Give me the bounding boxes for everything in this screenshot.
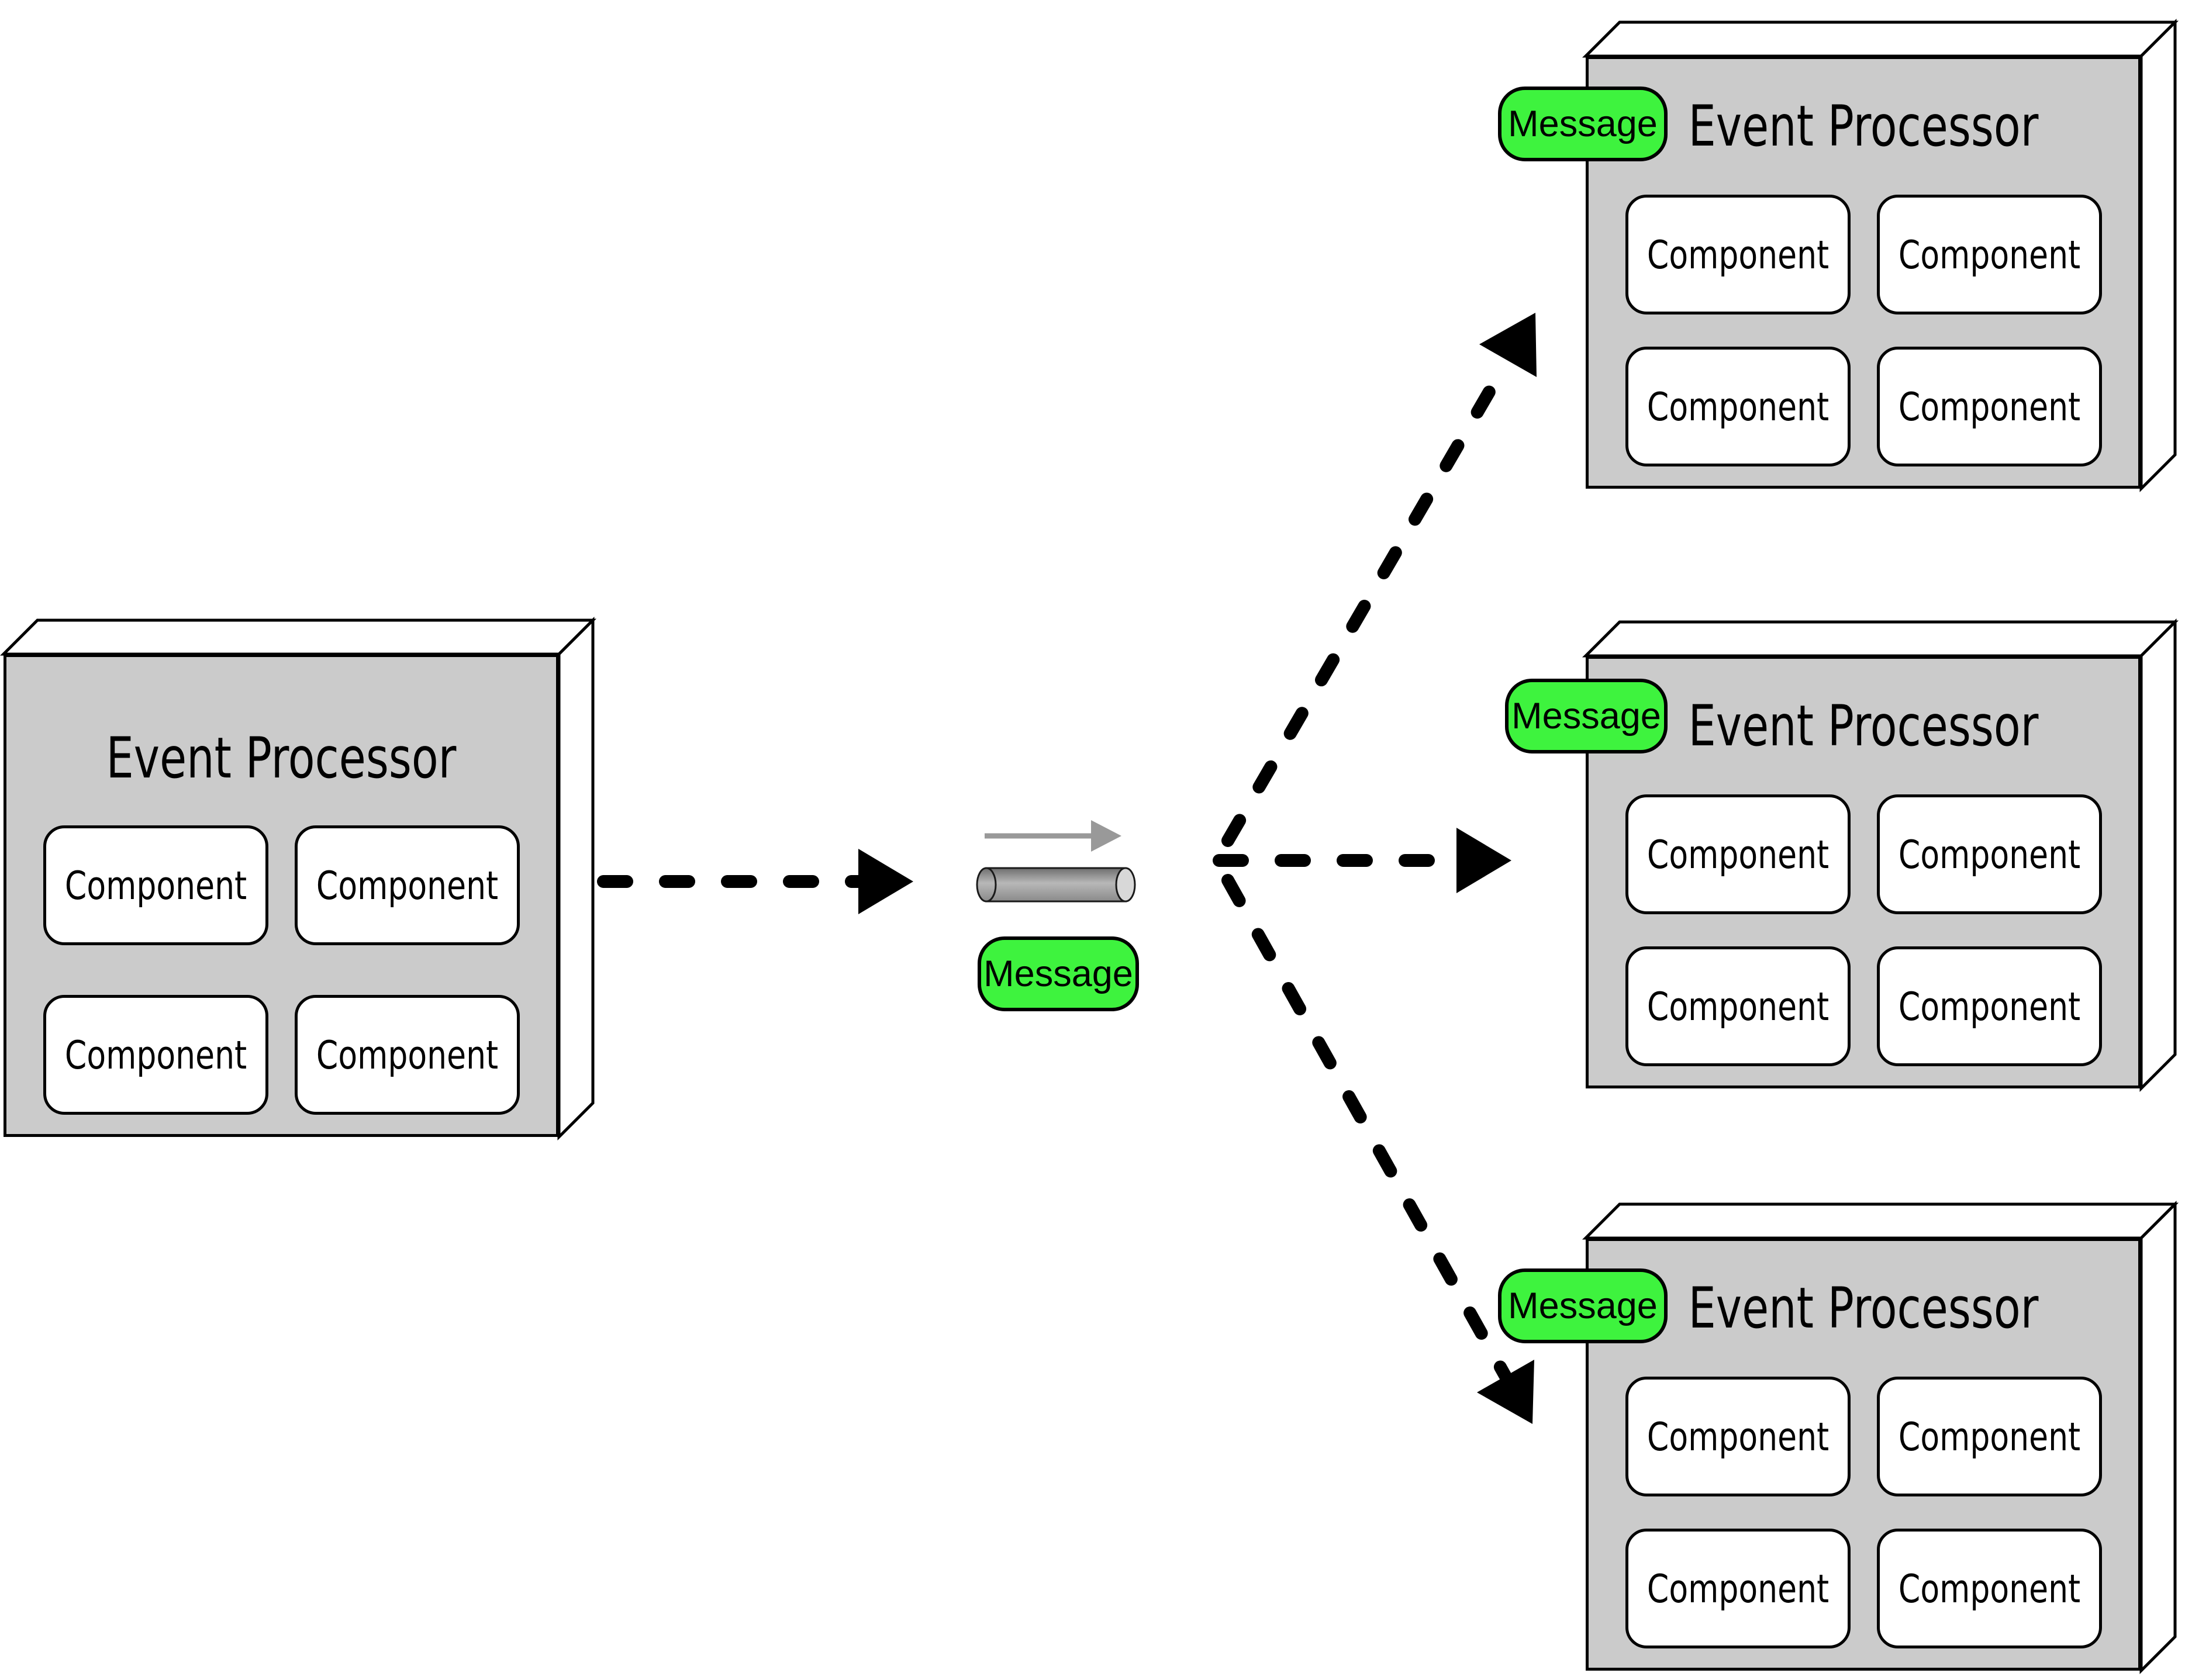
component-box: Component <box>43 995 268 1115</box>
component-box: Component <box>43 825 268 945</box>
component-grid: Component Component Component Component <box>1589 195 2138 466</box>
gray-flow-arrow-icon <box>985 820 1121 852</box>
component-label: Component <box>1898 983 2080 1029</box>
event-processor-subscriber-top: Event Processor Component Component Comp… <box>1586 56 2141 489</box>
processor-title-text: Event Processor <box>1688 1275 2039 1341</box>
event-processor-subscriber-middle: Event Processor Component Component Comp… <box>1586 656 2141 1088</box>
component-box: Component <box>1876 946 2102 1066</box>
component-grid: Component Component Component Component <box>6 825 556 1115</box>
component-label: Component <box>1898 383 2080 430</box>
message-badge-subscriber-middle: Message <box>1505 679 1668 753</box>
processor-title: Event Processor <box>1589 694 2138 758</box>
component-label: Component <box>316 862 498 908</box>
dashed-arrow-shaft <box>1221 354 1514 847</box>
component-box: Component <box>1876 347 2102 466</box>
component-box: Component <box>294 995 520 1115</box>
cylinder-left-cap <box>976 867 997 903</box>
event-processor-source: Event Processor Component Component Comp… <box>4 654 559 1137</box>
arrowhead-icon <box>1479 313 1537 377</box>
processor-title: Event Processor <box>6 726 556 790</box>
component-box: Component <box>1625 195 1851 314</box>
component-box: Component <box>1876 1377 2102 1496</box>
box-top-face <box>1582 1202 2179 1240</box>
component-label: Component <box>1646 983 1829 1029</box>
component-grid: Component Component Component Component <box>1589 1377 2138 1648</box>
arrowhead-icon <box>1456 828 1511 893</box>
processor-title-text: Event Processor <box>106 725 457 791</box>
dashed-arrow-source-to-channel <box>597 849 913 914</box>
box-side-face <box>2139 1200 2177 1675</box>
cylinder-right-cap <box>1115 867 1136 903</box>
arrowhead-icon <box>858 849 913 914</box>
box-top-face <box>0 618 597 656</box>
event-processor-subscriber-bottom: Event Processor Component Component Comp… <box>1586 1238 2141 1671</box>
component-label: Component <box>1646 383 1829 430</box>
component-label: Component <box>316 1032 498 1078</box>
processor-title: Event Processor <box>1589 94 2138 158</box>
message-badge-channel: Message <box>978 936 1139 1011</box>
component-label: Component <box>64 862 247 908</box>
component-box: Component <box>1625 347 1851 466</box>
component-label: Component <box>1646 1413 1829 1460</box>
component-label: Component <box>1898 1565 2080 1612</box>
component-grid: Component Component Component Component <box>1589 794 2138 1066</box>
subscriber-bottom-extrusion <box>1582 1200 2179 1675</box>
message-badge-subscriber-top: Message <box>1498 87 1668 161</box>
component-box: Component <box>1876 1529 2102 1648</box>
dashed-arrow-shaft <box>1221 874 1511 1382</box>
component-box: Component <box>294 825 520 945</box>
processor-title-text: Event Processor <box>1688 693 2039 759</box>
dashed-arrow-channel-to-middle <box>1213 828 1511 893</box>
component-box: Component <box>1625 1529 1851 1648</box>
component-box: Component <box>1625 794 1851 914</box>
box-top-face <box>1582 20 2179 58</box>
component-label: Component <box>1646 1565 1829 1612</box>
source-processor-extrusion <box>0 616 597 1141</box>
component-box: Component <box>1625 946 1851 1066</box>
cylinder-pipe-icon <box>976 867 1136 903</box>
message-badge-subscriber-bottom: Message <box>1498 1268 1668 1343</box>
cylinder-body <box>985 867 1127 903</box>
component-label: Component <box>1646 831 1829 877</box>
dashed-arrow-channel-to-bottom <box>1221 874 1534 1424</box>
arrowhead-icon <box>1477 1360 1534 1424</box>
component-label: Component <box>1898 1413 2080 1460</box>
component-label: Component <box>1898 831 2080 877</box>
component-box: Component <box>1876 794 2102 914</box>
box-top-face <box>1582 620 2179 658</box>
component-label: Component <box>1646 231 1829 278</box>
subscriber-middle-extrusion <box>1582 618 2179 1093</box>
box-side-face <box>2139 618 2177 1093</box>
component-box: Component <box>1876 195 2102 314</box>
box-side-face <box>2139 18 2177 493</box>
processor-title: Event Processor <box>1589 1276 2138 1340</box>
component-box: Component <box>1625 1377 1851 1496</box>
dashed-arrow-channel-to-top <box>1221 313 1537 847</box>
processor-title-text: Event Processor <box>1688 94 2039 159</box>
flow-arrowhead-icon <box>1091 820 1121 852</box>
subscriber-top-extrusion <box>1582 18 2179 493</box>
component-label: Component <box>1898 231 2080 278</box>
box-side-face <box>557 616 595 1141</box>
component-label: Component <box>64 1032 247 1078</box>
